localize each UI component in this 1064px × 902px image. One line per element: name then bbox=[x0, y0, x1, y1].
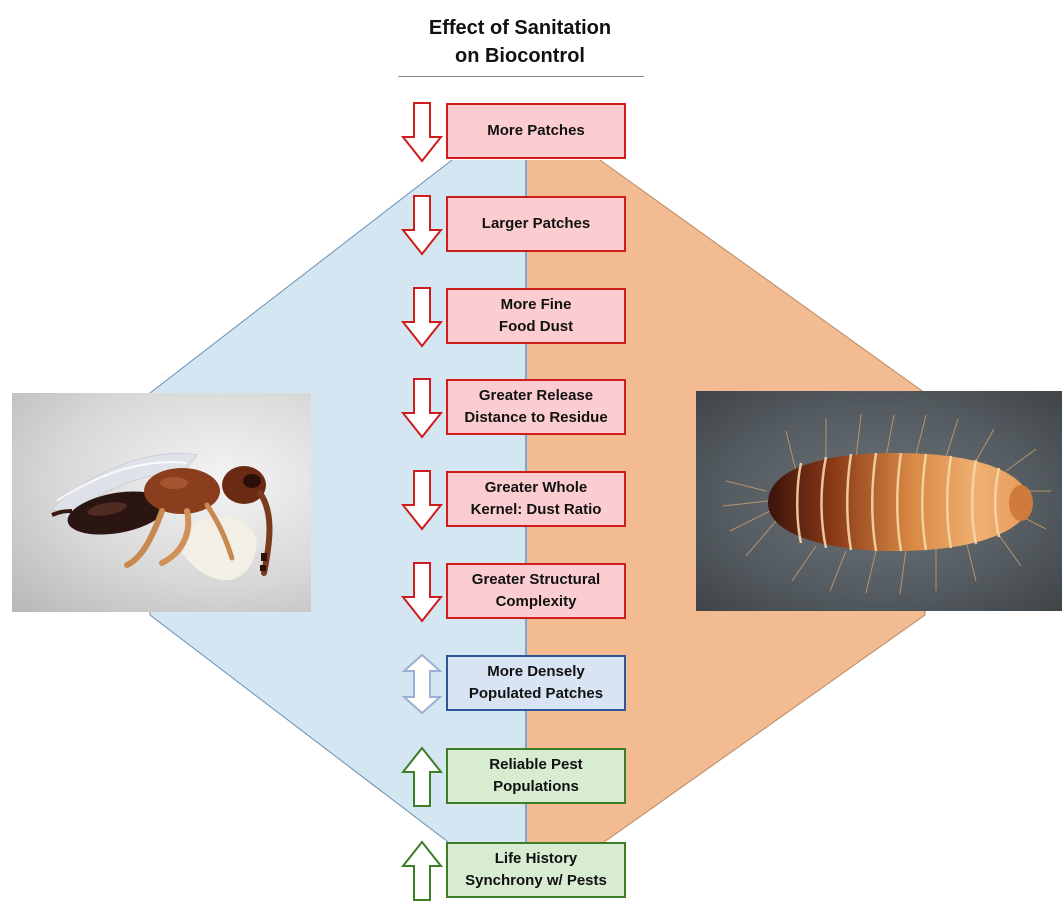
factor-box: Greater Release Distance to Residue bbox=[446, 379, 626, 435]
title-underline bbox=[398, 76, 644, 77]
down-arrow-icon bbox=[400, 101, 444, 163]
down-arrow-icon bbox=[400, 286, 444, 348]
factor-box: More Fine Food Dust bbox=[446, 288, 626, 344]
double-arrow-icon bbox=[400, 653, 444, 715]
down-arrow-icon bbox=[400, 469, 444, 531]
down-arrow-icon bbox=[400, 561, 444, 623]
up-arrow-icon bbox=[400, 746, 444, 808]
arrow-shape bbox=[403, 288, 441, 346]
arrow-shape bbox=[403, 471, 441, 529]
factor-box: Greater Structural Complexity bbox=[446, 563, 626, 619]
up-arrow-icon bbox=[400, 840, 444, 902]
factor-box: More Densely Populated Patches bbox=[446, 655, 626, 711]
arrow-shape bbox=[404, 655, 440, 713]
arrow-shape bbox=[403, 103, 441, 161]
wasp-illustration bbox=[12, 393, 311, 612]
down-arrow-icon bbox=[400, 377, 444, 439]
parasitoid-wasp-photo bbox=[12, 393, 311, 612]
arrow-shape bbox=[403, 563, 441, 621]
factor-box: Reliable Pest Populations bbox=[446, 748, 626, 804]
beetle-larva-photo bbox=[696, 391, 1062, 611]
down-arrow-icon bbox=[400, 194, 444, 256]
larva-illustration bbox=[696, 391, 1062, 611]
arrow-shape bbox=[403, 379, 441, 437]
factor-box: Greater Whole Kernel: Dust Ratio bbox=[446, 471, 626, 527]
arrow-shape bbox=[403, 748, 441, 806]
arrow-shape bbox=[403, 196, 441, 254]
diagram-title: Effect of Sanitation on Biocontrol bbox=[370, 14, 670, 70]
factor-box: Larger Patches bbox=[446, 196, 626, 252]
arrow-shape bbox=[403, 842, 441, 900]
factor-box: More Patches bbox=[446, 103, 626, 159]
factor-box: Life History Synchrony w/ Pests bbox=[446, 842, 626, 898]
